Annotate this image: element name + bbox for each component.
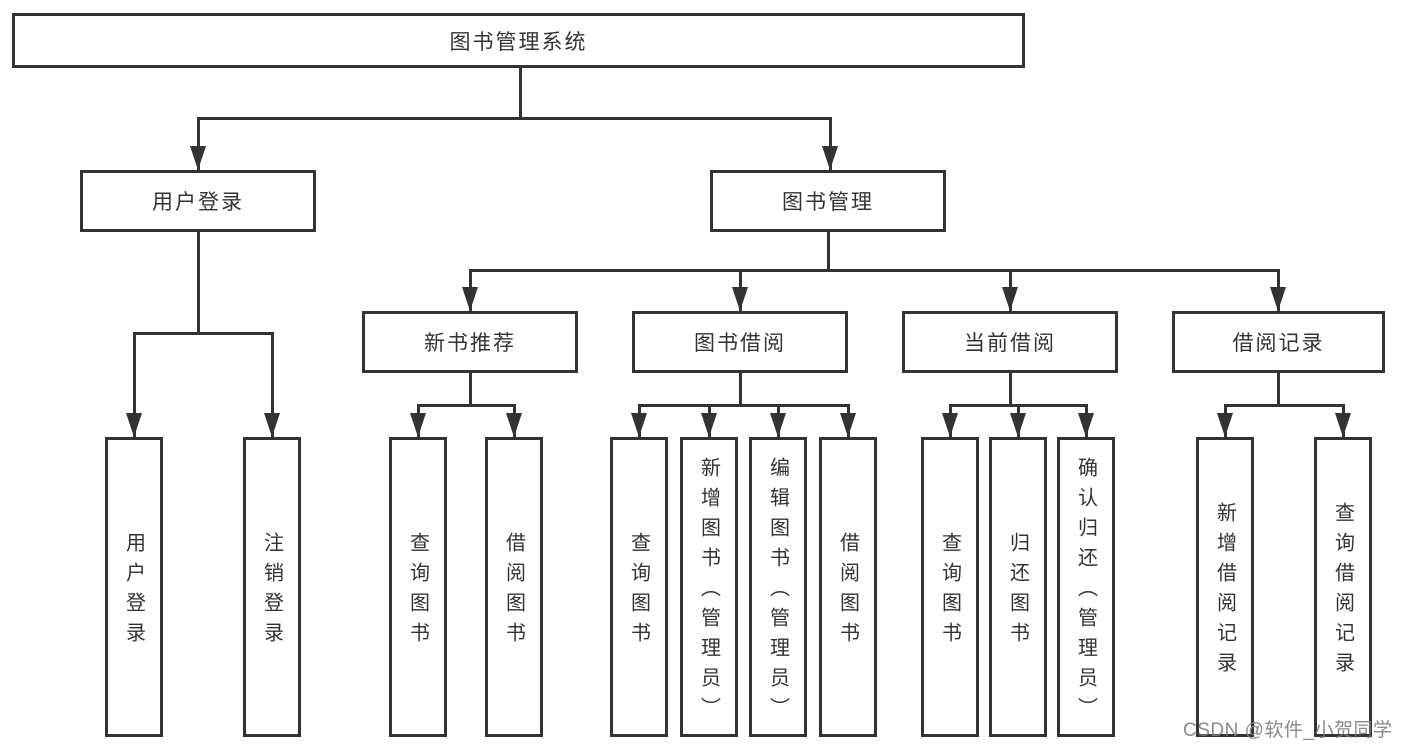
leaf-query-books-recommend-label: 查询图书 (406, 532, 429, 652)
leaf-add-books-admin: 新增图书（管理员） (680, 437, 738, 737)
node-borrowing-records: 借阅记录 (1172, 311, 1385, 373)
leaf-edit-books-admin-label: 编辑图书（管理员） (766, 457, 789, 727)
leaf-query-borrow-record-label: 查询借阅记录 (1331, 502, 1354, 682)
node-new-book-recommend: 新书推荐 (362, 311, 578, 373)
leaf-confirm-return-admin-label: 确认归还（管理员） (1074, 457, 1097, 727)
arrow-down-icon (1078, 413, 1094, 437)
leaf-logout: 注销登录 (243, 437, 301, 737)
leaf-query-books-borrowing: 查询图书 (610, 437, 668, 737)
node-user-login-label: 用户登录 (152, 191, 244, 214)
arrow-down-icon (126, 413, 142, 437)
connector-recommend-stem (468, 373, 472, 405)
connector-current-stem (1008, 373, 1012, 405)
arrow-down-icon (631, 413, 647, 437)
node-book-borrowing: 图书借阅 (632, 311, 848, 373)
connector-root-bus (196, 117, 832, 120)
arrow-down-icon (1002, 287, 1018, 311)
node-book-management-label: 图书管理 (782, 191, 874, 214)
connector-root-drop-left (196, 117, 200, 170)
leaf-query-books-current-label: 查询图书 (938, 532, 961, 652)
arrow-down-icon (1335, 413, 1351, 437)
leaf-add-books-admin-label: 新增图书（管理员） (697, 457, 720, 727)
arrow-down-icon (942, 413, 958, 437)
arrow-down-icon (770, 413, 786, 437)
leaf-borrow-books-label: 借阅图书 (836, 532, 859, 652)
arrow-down-icon (1217, 413, 1233, 437)
leaf-query-borrow-record: 查询借阅记录 (1314, 437, 1372, 737)
connector-borrowing-stem (738, 373, 742, 405)
connector-root-drop-right (828, 117, 832, 170)
arrow-down-icon (1270, 287, 1286, 311)
leaf-return-books: 归还图书 (989, 437, 1047, 737)
leaf-return-books-label: 归还图书 (1006, 532, 1029, 652)
leaf-borrow-books-recommend: 借阅图书 (485, 437, 543, 737)
node-borrowing-records-label: 借阅记录 (1232, 332, 1325, 355)
arrow-down-icon (410, 413, 426, 437)
leaf-query-books-current: 查询图书 (921, 437, 979, 737)
leaf-user-login: 用户登录 (105, 437, 163, 737)
node-book-management: 图书管理 (710, 170, 946, 232)
connector-records-bus (1223, 404, 1345, 407)
leaf-logout-label: 注销登录 (260, 532, 283, 652)
arrow-down-icon (462, 287, 478, 311)
connector-root-stem (518, 66, 522, 119)
connector-userlogin-bus (132, 332, 274, 335)
csdn-watermark: CSDN @软件_小贺同学 (1183, 720, 1393, 741)
arrow-down-icon (840, 413, 856, 437)
arrow-down-icon (506, 413, 522, 437)
connector-bookmgmt-bus (468, 269, 1280, 272)
arrow-down-icon (264, 413, 280, 437)
connector-records-stem (1276, 373, 1280, 405)
node-library-system-label: 图书管理系统 (449, 30, 588, 54)
node-book-borrowing-label: 图书借阅 (694, 332, 786, 355)
connector-userlogin-stem (196, 229, 200, 333)
node-new-book-recommend-label: 新书推荐 (424, 332, 516, 355)
leaf-borrow-books-recommend-label: 借阅图书 (502, 532, 525, 652)
node-current-borrowing: 当前借阅 (902, 311, 1118, 373)
node-library-system: 图书管理系统 (12, 13, 1025, 68)
leaf-borrow-books: 借阅图书 (819, 437, 877, 737)
connector-bookmgmt-stem (826, 229, 830, 272)
leaf-add-borrow-record-label: 新增借阅记录 (1213, 502, 1236, 682)
arrow-down-icon (701, 413, 717, 437)
arrow-down-icon (732, 287, 748, 311)
arrow-down-icon (822, 146, 838, 170)
connector-userlogin-drop-1 (132, 332, 136, 437)
leaf-query-books-borrowing-label: 查询图书 (627, 532, 650, 652)
leaf-confirm-return-admin: 确认归还（管理员） (1057, 437, 1115, 737)
arrow-down-icon (190, 146, 206, 170)
leaf-user-login-label: 用户登录 (122, 532, 145, 652)
node-current-borrowing-label: 当前借阅 (964, 332, 1056, 355)
arrow-down-icon (1010, 413, 1026, 437)
connector-recommend-bus (416, 404, 516, 407)
leaf-edit-books-admin: 编辑图书（管理员） (749, 437, 807, 737)
node-user-login: 用户登录 (80, 170, 316, 232)
leaf-add-borrow-record: 新增借阅记录 (1196, 437, 1254, 737)
leaf-query-books-recommend: 查询图书 (389, 437, 447, 737)
connector-borrowing-bus (637, 404, 850, 407)
connector-userlogin-drop-2 (270, 332, 274, 437)
